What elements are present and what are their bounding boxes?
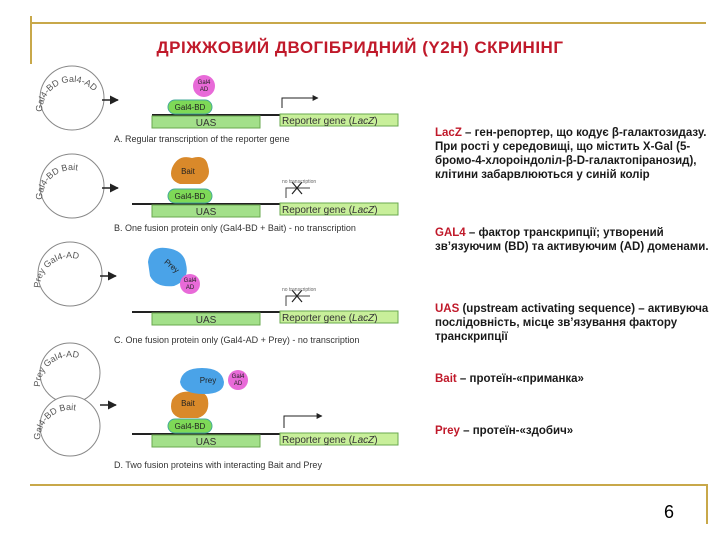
ad-domain-d [228, 370, 248, 390]
ad-label-bottom-d: AD [234, 381, 243, 387]
uas-box-b [151, 204, 261, 218]
ad-domain-c [180, 274, 200, 294]
dna-line-b [132, 203, 398, 205]
bait-label-d: Bait [181, 399, 196, 408]
page-title: ДРІЖЖОВИЙ ДВОГІБРИДНИЙ (Y2H) СКРИНІНГ [156, 38, 564, 57]
ad-label-bottom-a: AD [200, 87, 209, 93]
transcription-arrow-a [281, 95, 319, 108]
prey-protein-d [180, 368, 224, 394]
ad-label-top-c: Gal4 [184, 278, 197, 284]
description-lacz: LacZ – ген-репортер, що кодує β-галактоз… [435, 126, 710, 182]
reporter-label-a: Reporter gene (LacZ) [282, 116, 378, 127]
ad-label-top-a: Gal4 [198, 80, 211, 86]
bait-label-b: Bait [181, 167, 196, 176]
definition-prey: – протеїн-«здобич» [459, 425, 574, 437]
prey-label-d: Prey [200, 376, 216, 385]
definition-uas: (upstream activating sequence) – активую… [435, 303, 709, 343]
term-uas: UAS [435, 303, 460, 315]
yeast-cell-d-bottom [39, 395, 101, 457]
frame-top-line [30, 22, 706, 24]
panel-a: Gal4-BD Gal4-AD UAS Reporter gene (LacZ)… [34, 65, 399, 144]
term-prey: Prey [435, 425, 460, 437]
blocked-arrow-c [285, 295, 310, 306]
reporter-box-c [279, 310, 399, 324]
description-gal4: GAL4 – фактор транскрипції; утворений зв… [435, 226, 710, 254]
page-number: 6 [664, 502, 675, 522]
bd-label-b: Gal4-BD [175, 192, 206, 201]
no-transcription-b: no transcription [282, 179, 316, 185]
uas-label-d: UAS [196, 437, 217, 448]
reporter-label-c: Reporter gene (LacZ) [282, 313, 378, 324]
ad-label-top-d: Gal4 [232, 374, 245, 380]
term-lacz: LacZ [435, 127, 462, 139]
ad-label-bottom-c: AD [186, 285, 195, 291]
panel-b: Gal4-BD Bait UAS Reporter gene (LacZ) no… [34, 153, 399, 233]
uas-box-a [151, 115, 261, 129]
uas-label-b: UAS [196, 207, 217, 218]
prey-protein-c [148, 247, 187, 287]
frame-left-line [30, 16, 32, 64]
caption-d: D. Two fusion proteins with interacting … [114, 460, 322, 470]
reporter-label-d: Reporter gene (LacZ) [282, 435, 378, 446]
caption-b: B. One fusion protein only (Gal4-BD + Ba… [114, 223, 356, 233]
uas-label-c: UAS [196, 315, 217, 326]
uas-box-c [151, 312, 261, 326]
frame-right-line [706, 484, 708, 524]
dna-line-d [132, 433, 398, 435]
bait-protein-b [171, 157, 209, 184]
dna-line-c [132, 311, 398, 313]
blocked-arrow-b [285, 187, 310, 198]
reporter-label-b: Reporter gene (LacZ) [282, 205, 378, 216]
cross-c-2 [291, 289, 303, 303]
reporter-box-b [279, 202, 399, 216]
description-uas: UAS (upstream activating sequence) – акт… [435, 302, 710, 344]
term-bait: Bait [435, 373, 457, 385]
bd-domain-a [167, 99, 213, 115]
yeast-cell-b [39, 153, 105, 219]
description-bait: Bait – протеїн-«приманка» [435, 372, 710, 386]
bd-domain-b [167, 188, 213, 204]
cross-b-2 [291, 181, 303, 195]
description-prey: Prey – протеїн-«здобич» [435, 424, 710, 438]
bd-domain-d [167, 418, 213, 434]
y2h-diagram: Gal4-BD Gal4-AD UAS Reporter gene (LacZ)… [32, 65, 399, 470]
uas-label-a: UAS [196, 118, 217, 129]
bd-label-d: Gal4-BD [175, 422, 206, 431]
caption-c: C. One fusion protein only (Gal4-AD + Pr… [114, 335, 359, 345]
ad-domain-a [193, 75, 215, 97]
bait-protein-d [171, 391, 209, 418]
definition-gal4: – фактор транскрипції; утворений зв’язую… [435, 227, 709, 253]
yeast-cell-c [37, 241, 103, 307]
transcription-arrow-d [283, 413, 323, 428]
reporter-box-a [279, 113, 399, 127]
uas-box-d [151, 434, 261, 448]
panel-d: Prey Gal4-AD + Gal4-BD Bait UAS Reporter… [32, 342, 399, 470]
definition-lacz: – ген-репортер, що кодує β-галактозидазу… [435, 127, 707, 181]
yeast-cell-a [39, 65, 105, 131]
reporter-box-d [279, 432, 399, 446]
term-gal4: GAL4 [435, 227, 466, 239]
dna-line-a [152, 114, 398, 116]
caption-a: A. Regular transcription of the reporter… [114, 134, 290, 144]
definition-bait: – протеїн-«приманка» [456, 373, 584, 385]
panel-c: Prey Gal4-AD UAS Reporter gene (LacZ) no… [32, 241, 399, 345]
no-transcription-c: no transcription [282, 287, 316, 293]
bd-label-a: Gal4-BD [175, 103, 206, 112]
frame-bottom-line [30, 484, 706, 486]
